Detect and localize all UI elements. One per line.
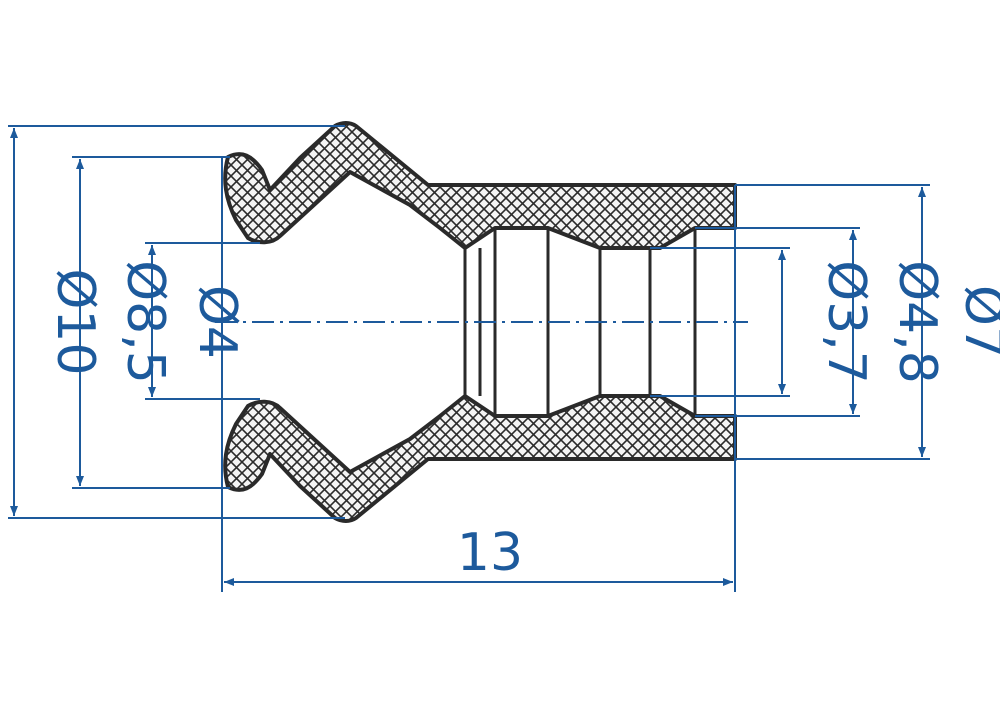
label-d10: Ø10: [45, 268, 105, 375]
label-d7: Ø7: [953, 285, 1000, 359]
dimension-labels: Ø10 Ø8,5 Ø4 Ø3,7 Ø4,8 Ø7 13: [45, 260, 1000, 583]
label-d4: Ø4: [187, 285, 247, 359]
label-length: 13: [457, 523, 523, 583]
part-section: [223, 121, 737, 523]
extension-lines: [8, 125, 930, 592]
label-d8-5: Ø8,5: [115, 260, 175, 384]
label-d4-8: Ø4,8: [887, 260, 947, 384]
label-d3-7: Ø3,7: [816, 260, 876, 384]
upper-section: [223, 121, 737, 250]
dimension-lines: [10, 128, 926, 586]
lower-section: [223, 394, 737, 523]
